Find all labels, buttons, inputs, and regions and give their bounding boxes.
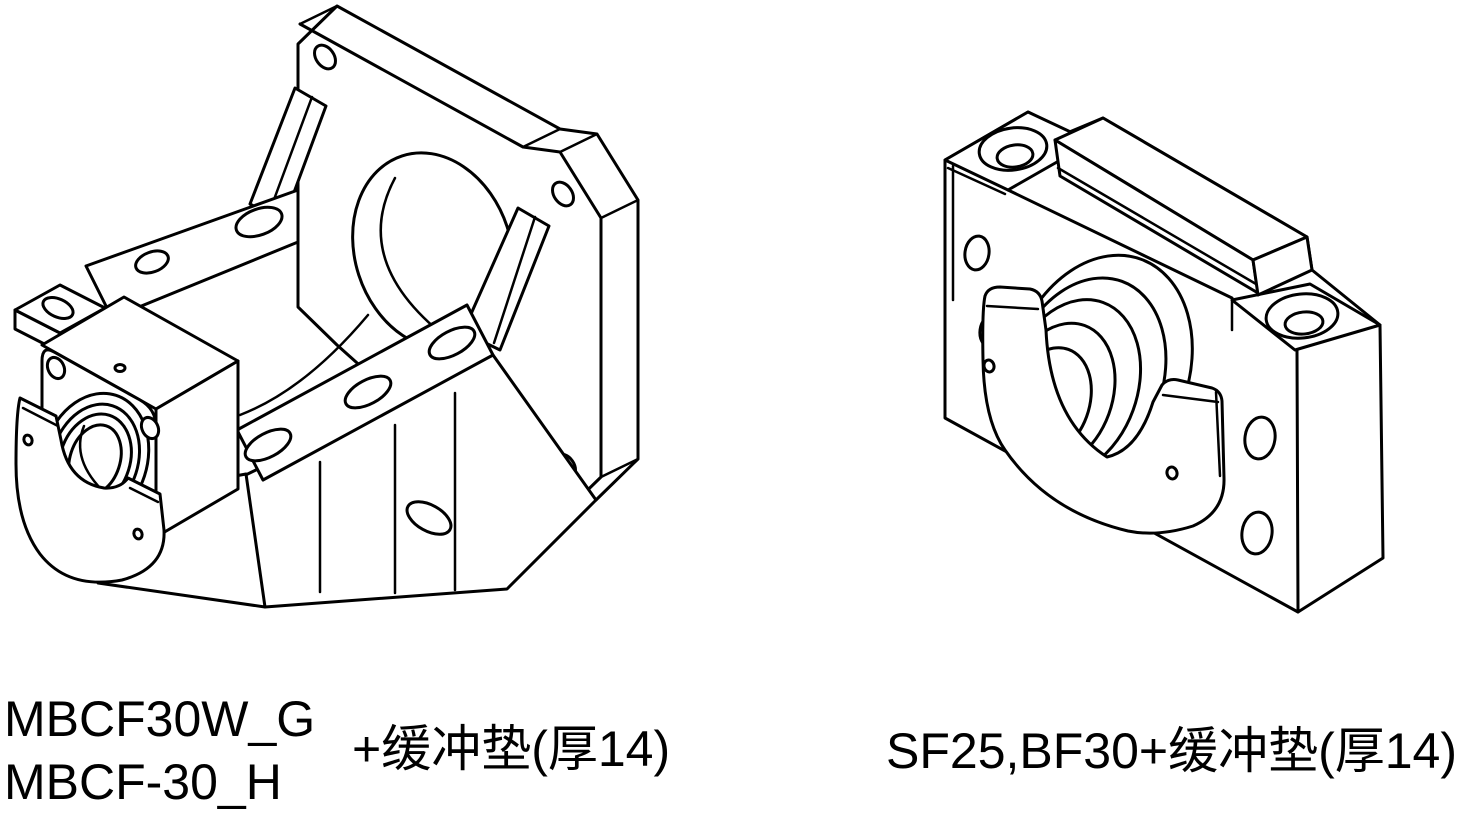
rail-slot [234, 205, 284, 239]
block-face-edges [1006, 188, 1300, 614]
left-part-drawing [13, 4, 640, 609]
front-face-hole [963, 234, 991, 272]
bearing-clamp [981, 285, 1226, 535]
cavity-curve [238, 313, 370, 417]
front-face-hole [1240, 510, 1274, 556]
flange-bolt-hole [551, 180, 575, 208]
rail-slot [134, 249, 170, 275]
clamp-bolt-hole [1165, 465, 1179, 481]
left-caption-model-line2: MBCF-30_H [4, 754, 282, 810]
clamp-bolt-hole [132, 527, 144, 541]
housing-top-pin-hole [113, 363, 127, 373]
bearing-clamp [14, 396, 166, 584]
pad-slot [41, 296, 75, 320]
right-gusset-edge [492, 215, 537, 345]
flange-bore-depth-line [379, 176, 449, 340]
front-face-hole [1243, 415, 1277, 461]
rail-slot [243, 427, 293, 463]
housing-face-hole [45, 355, 67, 381]
base-slot [405, 500, 453, 536]
left-caption-model-line1: MBCF30W_G [4, 691, 316, 747]
right-part-drawing [943, 110, 1385, 614]
clamp-edge-lines [21, 406, 160, 504]
clamp-bolt-hole [22, 433, 34, 447]
through-hole [1283, 310, 1325, 336]
rail-slot [427, 325, 477, 361]
plateau-chamfer-line [946, 166, 1007, 196]
left-caption-suffix: +缓冲垫(厚14) [352, 721, 671, 777]
through-hole [995, 143, 1035, 169]
housing-face-hole [139, 415, 161, 441]
right-caption: SF25,BF30+缓冲垫(厚14) [886, 723, 1458, 779]
left-gusset-edge [267, 95, 314, 215]
clamp-edge-lines [985, 304, 1222, 478]
flange-corner-edges [298, 4, 640, 520]
rail-slot [343, 374, 393, 410]
flange-bolt-hole [313, 43, 337, 71]
top-bar-chamfer-line [1056, 166, 1258, 286]
base-column-edges [318, 391, 457, 595]
clamp-bolt-hole [982, 358, 996, 374]
